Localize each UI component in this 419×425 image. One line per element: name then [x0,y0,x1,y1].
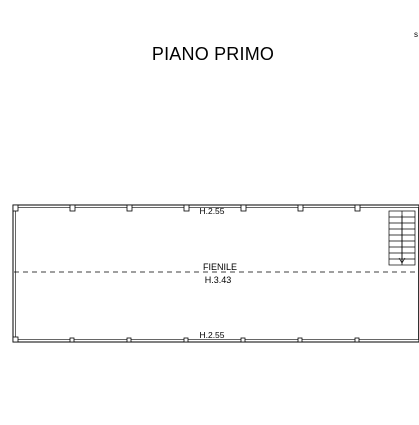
bottom-wall-pillars [12,336,360,343]
pillar [183,337,189,343]
pillar [69,337,75,343]
corner-mark: s [414,30,418,39]
outer-wall [12,204,419,343]
pillar [240,337,246,343]
pillar [69,204,76,212]
room-name-label: FIENILE [203,262,237,272]
pillar [297,204,304,212]
pillar [183,204,190,212]
pillar [354,337,360,343]
pillar [12,336,19,343]
floor-plan-title: PIANO PRIMO [151,44,275,64]
pillar [354,204,361,212]
pillar [240,204,247,212]
pillar [297,337,303,343]
staircase [388,210,416,266]
room-height-label: H.3.43 [205,275,232,285]
top-height-label: H.2.55 [199,206,224,216]
pillar [126,204,133,212]
bottom-height-label: H.2.55 [199,330,224,340]
pillar [12,204,19,212]
pillar [126,337,132,343]
top-wall-pillars [12,204,361,212]
